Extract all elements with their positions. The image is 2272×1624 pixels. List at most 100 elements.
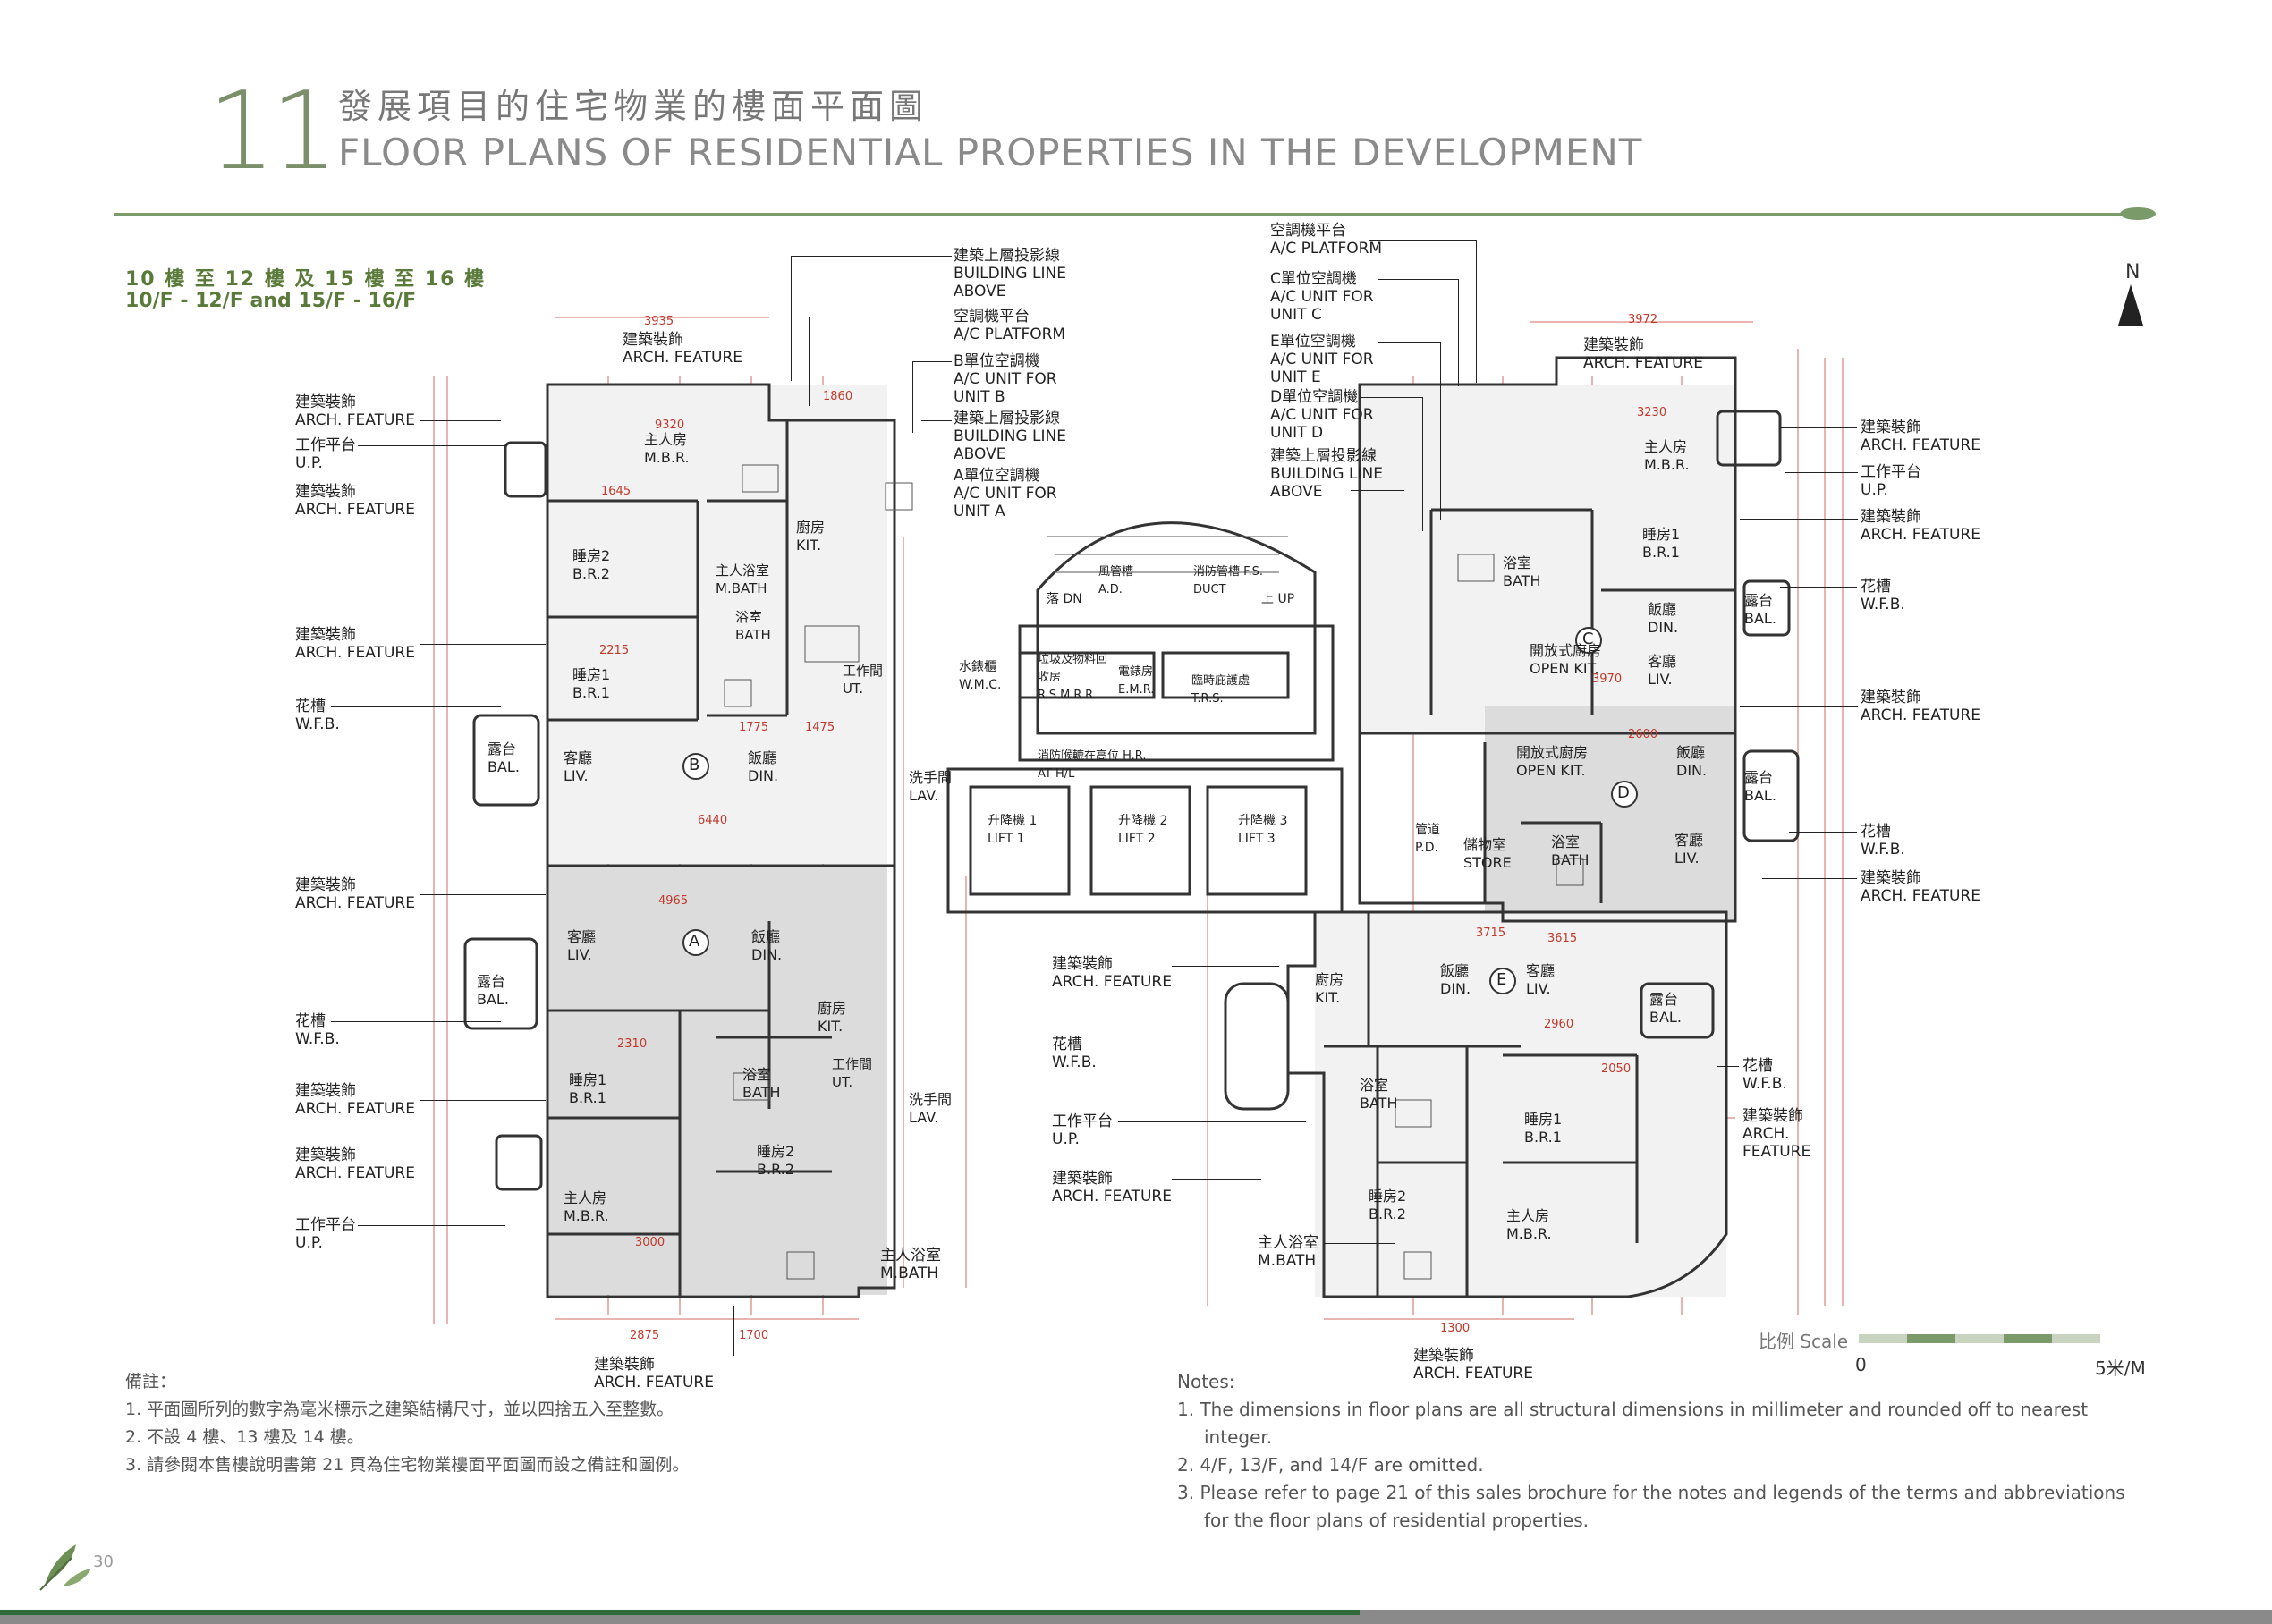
room-ad: 風管槽 A.D. [1098,565,1134,596]
room-fsduct: 消防管槽 F.S. DUCT [1193,565,1264,596]
leader-t4 [921,420,952,421]
floor-label-zh: 10 樓 至 12 樓 及 15 樓 至 16 樓 [125,268,487,291]
leader-e2 [1785,472,1858,473]
room-a-liv: 客廳 LIV. [567,928,597,963]
room-d-bal: 露台 BAL. [1744,769,1776,804]
floor-label-en: 10/F - 12/F and 15/F - 16/F [125,290,417,312]
north-arrow-icon [2118,284,2143,326]
bottom-accent-line [0,1610,1360,1615]
room-b-bath: 浴室 BATH [735,609,771,643]
leader-b1 [733,1306,734,1356]
leader-w4 [420,644,546,645]
leader-t3 [912,361,952,362]
dim-17: 3615 [1547,932,1578,945]
room-e-mbr: 主人房 M.B.R. [1506,1207,1552,1242]
unit-d-marker: D [1617,783,1630,802]
room-a-br1: 睡房1 B.R.1 [569,1071,607,1106]
lift-2: 升降機 2 LIFT 2 [1118,814,1168,846]
room-b-kit: 廚房 KIT. [796,519,826,554]
room-c-bath: 浴室 BATH [1503,554,1541,589]
room-a-br2: 睡房2 B.R.2 [757,1143,795,1178]
dim-5: 6440 [698,814,728,827]
dim-1: 3935 [644,315,674,328]
leader-w2 [358,445,505,446]
unit-a-marker: A [689,932,700,951]
room-b-bal: 露台 BAL. [487,740,520,775]
room-d-liv: 客廳 LIV. [1674,832,1704,867]
notes-en: Notes: 1. The dimensions in floor plans … [1177,1368,2152,1535]
room-emr: 電錶房 E.M.R. [1118,665,1155,697]
dim-13: 3000 [635,1236,665,1249]
room-c-mbr: 主人房 M.B.R. [1644,438,1690,473]
leader-e4 [1780,587,1857,588]
room-e-liv: 客廳 LIV. [1526,962,1556,997]
leader-t7v [1458,279,1459,386]
scale-graphic [1859,1334,2100,1343]
leader-t3v [912,361,913,433]
unit-markers [682,627,1638,994]
leader-m7 [1324,1243,1395,1244]
leader-m1 [1172,966,1279,967]
room-b-br2: 睡房2 B.R.2 [572,547,611,582]
unit-c-marker: C [1582,630,1594,648]
dim-19: 2050 [1601,1062,1632,1076]
dim-12: 2310 [617,1037,648,1051]
notes-en-item-2: 2. 4/F, 13/F, and 14/F are omitted. [1177,1454,1484,1476]
dim-20: 1300 [1440,1322,1471,1335]
unit-e-marker: E [1496,970,1507,989]
room-trs: 臨時庇護處 T.R.S. [1191,674,1250,706]
dim-21: 3970 [1592,672,1623,686]
room-e-kit: 廚房 KIT. [1315,971,1344,1006]
hr-at-hl: 消防喉轆在高位 H.R. AT H/L [1038,749,1147,781]
scale-max: 5米/M [2095,1358,2146,1379]
dim-14: 2875 [630,1329,660,1342]
leader-t6 [1369,240,1476,241]
leader-m4 [1118,1121,1306,1122]
room-d-pd: 管道 P.D. [1415,823,1440,855]
room-lav-a: 洗手間 LAV. [909,1091,953,1126]
page-title-zh: 發展項目的住宅物業的樓面平面圖 [338,87,929,126]
room-c-bal: 露台 BAL. [1744,592,1776,627]
unit-b-marker: B [689,756,700,774]
scale-label: 比例 Scale [1759,1331,1849,1352]
dim-10: 1645 [601,485,632,498]
room-a-bal: 露台 BAL. [477,973,509,1008]
section-number: 11 [208,70,339,194]
room-a-kit: 廚房 KIT. [818,1000,847,1035]
room-b-din: 飯廳 DIN. [748,749,779,784]
leader-w1 [420,420,501,421]
leader-t1 [791,256,952,257]
dim-9: 2215 [599,644,630,657]
leader-e5 [1740,706,1858,707]
leader-m5 [1172,1179,1261,1180]
room-d-bath: 浴室 BATH [1551,833,1590,868]
dim-11: 1860 [823,390,853,403]
notes-zh-item-2: 2. 不設 4 樓、13 樓及 14 樓。 [125,1427,364,1447]
room-b-br1: 睡房1 B.R.1 [572,666,611,701]
room-wmc: 水錶櫃 W.M.C. [959,660,1002,692]
room-e-bath: 浴室 BATH [1360,1077,1398,1112]
leader-t8v [1440,342,1441,520]
leader-t1v [791,256,792,381]
room-b-ut: 工作間 UT. [843,663,884,697]
unit-areas [547,385,1735,1297]
